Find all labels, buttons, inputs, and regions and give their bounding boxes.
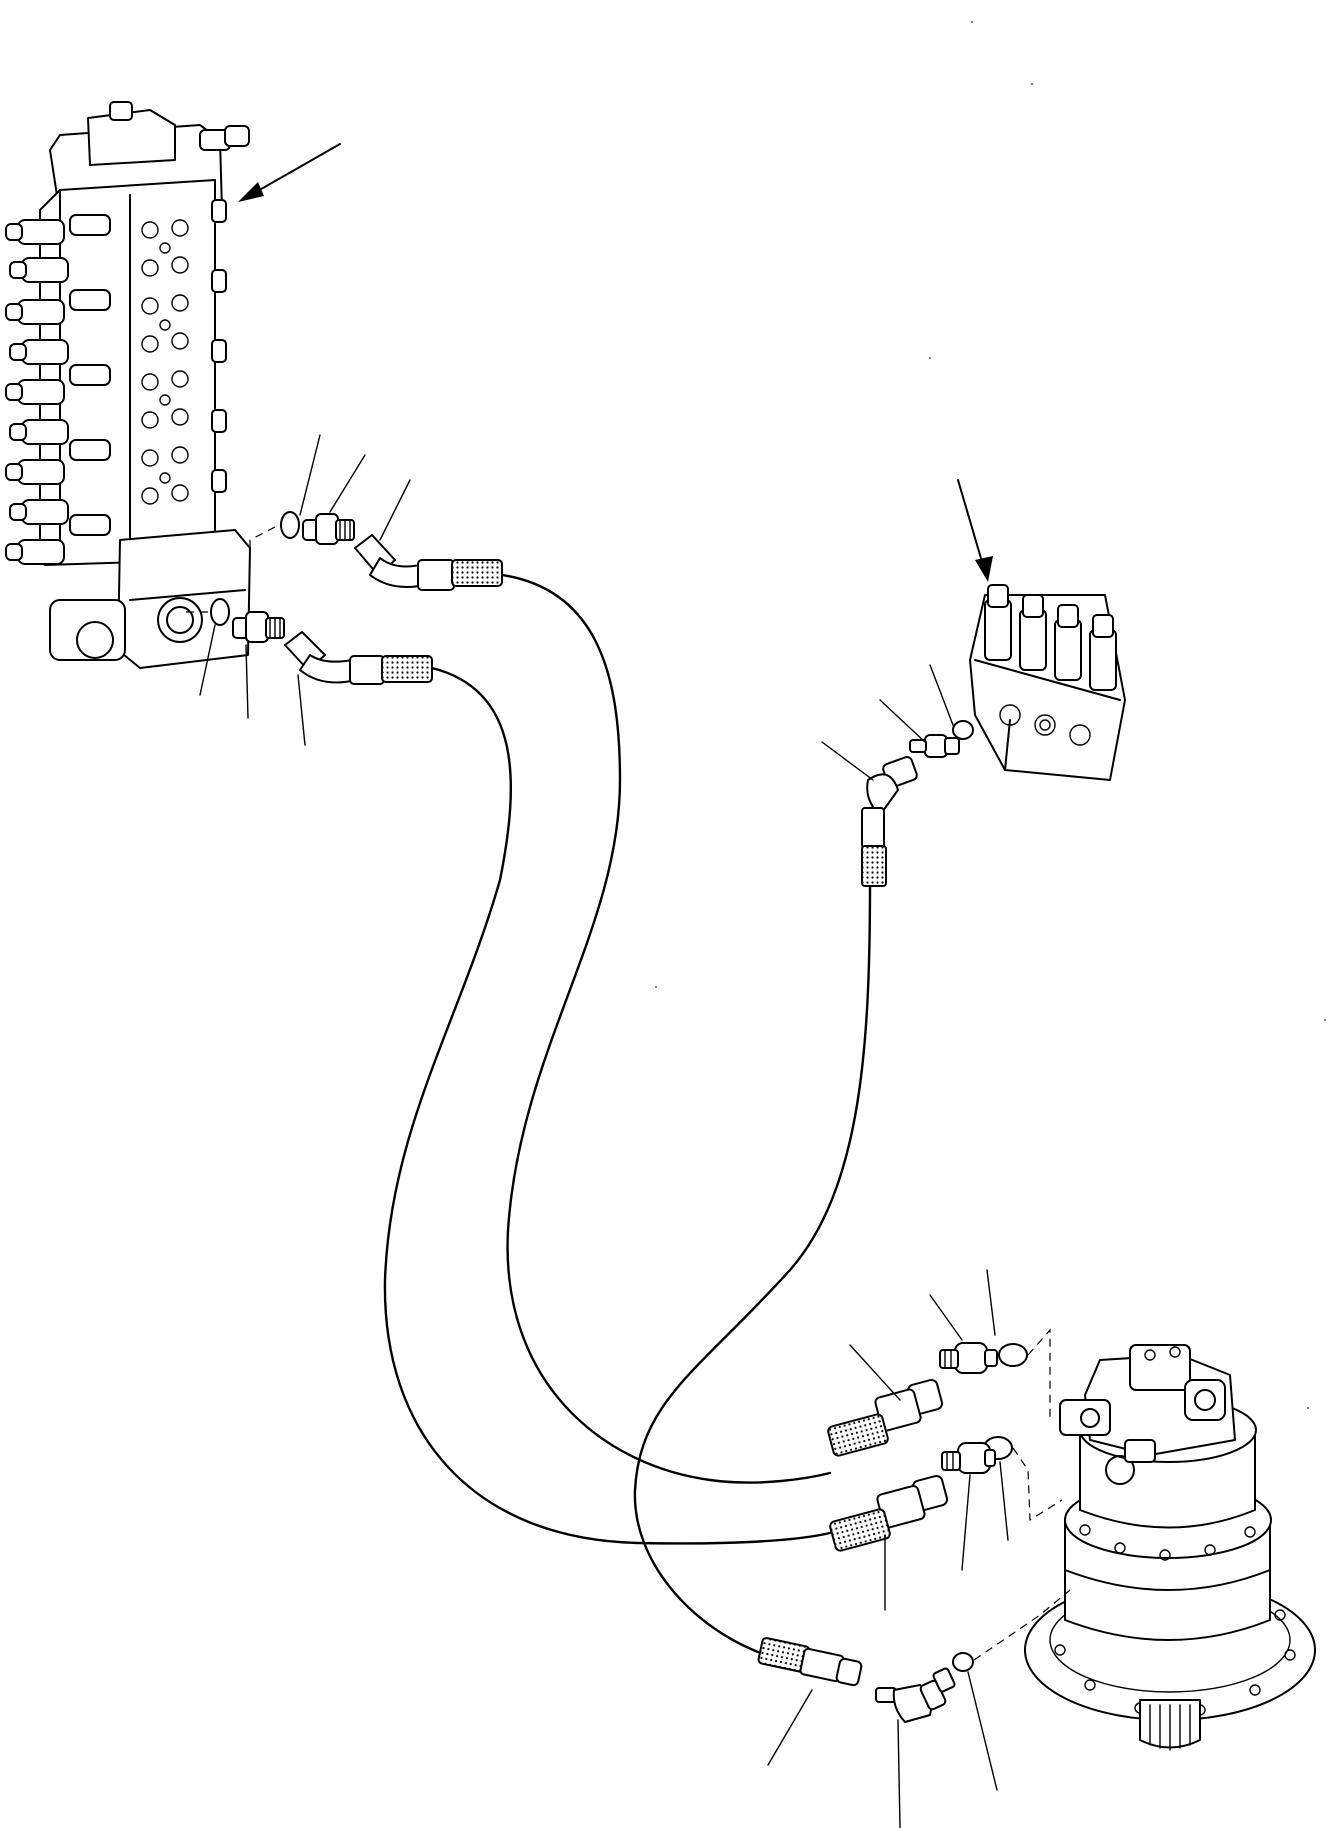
o-ring-icon [211, 599, 229, 625]
swing-motor-icon [1025, 1345, 1315, 1750]
adapter-fitting-icon [910, 735, 959, 757]
leader-line [200, 435, 1008, 1828]
solenoid-valve-block-icon [970, 585, 1125, 780]
elbow-fitting-icon [285, 632, 432, 684]
adapter-fitting-icon [942, 1443, 995, 1473]
o-ring-icon [953, 721, 973, 739]
alignment-line [180, 527, 1070, 1660]
elbow-fitting-icon [862, 756, 918, 886]
arrow-icon [238, 144, 340, 202]
adapter-fitting-icon [233, 612, 284, 642]
hose-3 [635, 885, 870, 1652]
o-ring-icon [999, 1344, 1027, 1366]
control-valve-block-icon [6, 102, 250, 668]
arrow-icon [958, 480, 993, 582]
adapter-fitting-icon [303, 514, 354, 544]
o-ring-icon [281, 512, 299, 538]
elbow-fitting-icon [355, 535, 502, 590]
adapter-fitting-icon [940, 1343, 997, 1373]
hose-1 [502, 575, 830, 1483]
hose-end-fitting-icon [827, 1379, 943, 1457]
hose-end-fitting-icon [829, 1475, 948, 1552]
hose-2 [385, 668, 830, 1543]
hose-end-fitting-icon [758, 1637, 862, 1686]
scan-speck [655, 21, 1326, 1409]
elbow-fitting-icon [876, 1668, 955, 1722]
o-ring-icon [953, 1653, 973, 1671]
